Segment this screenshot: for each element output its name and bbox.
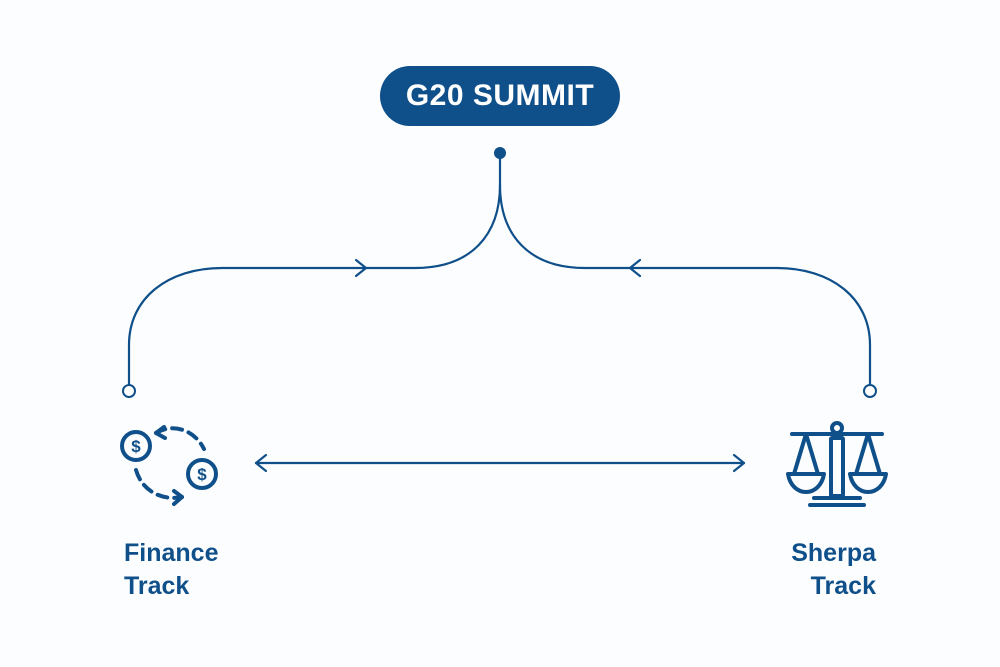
sherpa-track-label-line2: Track [810,572,876,600]
svg-text:$: $ [197,465,207,484]
finance-track-label: Finance Track [124,537,218,603]
sherpa-branch-line [498,183,872,388]
finance-branch-arrow [354,258,368,278]
summit-title: G20 SUMMIT [405,79,595,112]
svg-text:$: $ [131,437,141,456]
sherpa-branch-arrow [628,258,642,278]
balance-scale-icon [786,421,888,507]
sherpa-node [863,384,877,398]
sherpa-track-label: Sherpa Track [760,537,876,603]
summit-node [494,147,506,159]
track-link-arrow-left [254,453,268,473]
track-link-arrow-right [732,453,746,473]
currency-exchange-icon: $ $ [120,425,218,506]
finance-node [122,384,136,398]
sherpa-track-label-line1: Sherpa [791,539,876,567]
finance-track-label-line2: Track [124,572,190,600]
finance-branch-line [127,183,502,388]
summit-title-pill: G20 SUMMIT [380,66,620,126]
finance-track-label-line1: Finance [124,539,219,567]
